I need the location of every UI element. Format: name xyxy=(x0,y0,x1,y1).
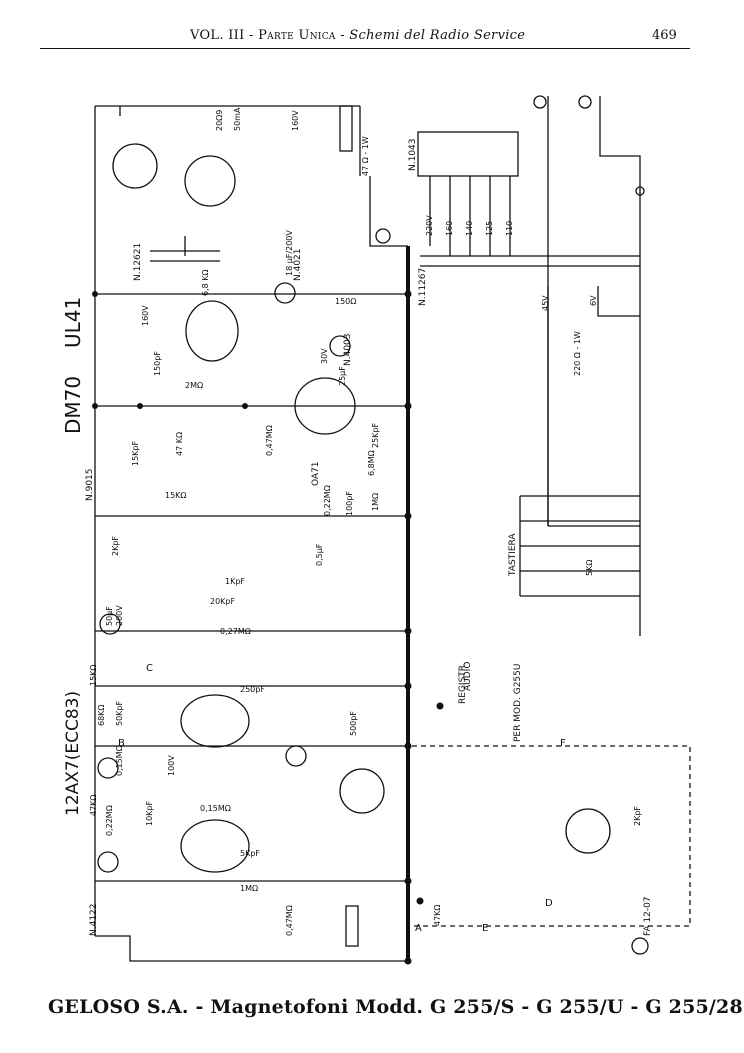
header-title: VOL. III - Parte Unica - Schemi del Radi… xyxy=(190,28,525,43)
volume-label: VOL. III - xyxy=(190,28,254,43)
comp-r-047m: 0,47MΩ xyxy=(265,425,274,456)
comp-r-015m2: 0,15MΩ xyxy=(200,804,231,813)
comp-r-047k: 47KΩ xyxy=(89,794,98,816)
point-c: C xyxy=(146,663,153,674)
label-diode: OA71 xyxy=(311,461,321,486)
point-f: F xyxy=(560,738,566,749)
junction-dots xyxy=(92,290,444,965)
label-nr-11267: N.11267 xyxy=(418,268,428,306)
comp-c-25k: 25KpF xyxy=(371,422,380,448)
comp-r-68k: 6,8 KΩ xyxy=(201,269,210,296)
comp-v-220: 220V xyxy=(425,215,434,236)
label-nr-4003: N.4003 xyxy=(343,334,353,367)
label-registr: REGISTR. xyxy=(458,662,468,704)
comp-r-47: 47 Ω - 1W xyxy=(361,136,370,176)
point-d: D xyxy=(545,898,553,909)
header-rule xyxy=(40,48,690,49)
label-nr-4122: N.4122 xyxy=(89,904,99,937)
label-tastiera: TASTIERA xyxy=(508,533,518,577)
comp-c-200v: 200V xyxy=(115,605,124,626)
comp-r-1m: 1MΩ xyxy=(371,493,380,511)
point-a: A xyxy=(415,923,422,934)
comp-r-5k: 5KΩ xyxy=(585,560,594,576)
comp-r-2200: 220 Ω - 1W xyxy=(573,331,582,376)
comp-v-160: 160V xyxy=(141,305,150,326)
label-per-mod: PER MOD. G255U xyxy=(513,664,523,742)
comp-c-500p: 500pF xyxy=(349,711,358,736)
comp-v-140: 140 xyxy=(465,221,474,236)
comp-v-125: 125 xyxy=(485,221,494,236)
page-header: VOL. III - Parte Unica - Schemi del Radi… xyxy=(0,26,744,52)
comp-r-027m: 0,27MΩ xyxy=(220,627,251,636)
comp-v-110: 110 xyxy=(505,221,514,236)
label-nr-1043: N.1043 xyxy=(408,139,418,172)
label-nr-2621: N.12621 xyxy=(133,243,143,281)
point-e: E xyxy=(482,923,488,934)
comp-c-18uf: 18 μF/200V xyxy=(285,230,294,276)
comp-c-20k: 20KpF xyxy=(210,597,236,606)
comp-r-68m: 6,8MΩ xyxy=(367,450,376,476)
comp-c-50u: 50μF xyxy=(105,606,114,626)
comp-c-1k: 1KpF xyxy=(225,577,245,586)
comp-c-50kp: 50KpF xyxy=(115,700,124,726)
comp-v-160a: 160V xyxy=(291,110,300,131)
comp-r-68k2: 68KΩ xyxy=(97,704,106,726)
comp-r-022m2: 0,22MΩ xyxy=(105,805,114,836)
tube-label-ul41: UL41 xyxy=(61,297,85,348)
comp-v-50: 50mA xyxy=(233,107,242,131)
comp-c-150p: 150pF xyxy=(153,351,162,376)
tube-label-12ax7: 12AX7(ECC83) xyxy=(63,691,83,816)
label-nr-9015: N.9015 xyxy=(85,469,95,502)
comp-r-2m: 2MΩ xyxy=(185,381,203,390)
comp-r-047m2: 0,47MΩ xyxy=(285,905,294,936)
comp-r-47k: 47 KΩ xyxy=(175,432,184,456)
part-label: Parte Unica xyxy=(258,28,336,43)
page-number: 469 xyxy=(652,28,677,43)
label-nr-4021: N.4021 xyxy=(293,249,303,282)
point-b: B xyxy=(118,738,125,749)
comp-v-160b: 160 xyxy=(445,221,454,236)
comp-r-022m: 0,22MΩ xyxy=(323,485,332,516)
tube-label-dm70: DM70 xyxy=(61,376,85,434)
comp-c-5k: 5KpF xyxy=(240,849,260,858)
comp-r-47k2: 47KΩ xyxy=(433,904,442,926)
schematic-diagram: DM70 UL41 12AX7(ECC83) OA71 TASTIERA REG… xyxy=(61,95,691,965)
comp-c-10kp: 10KpF xyxy=(145,800,154,826)
comp-r-015m: 0,15MΩ xyxy=(115,745,124,776)
section-label: - Schemi del Radio Service xyxy=(340,28,526,43)
comp-c-250p: 250pF xyxy=(240,685,265,694)
comp-v-6v: 6V xyxy=(589,295,598,306)
comp-s-20: 20Ω9 xyxy=(215,110,224,131)
comp-c-25u: 25μF xyxy=(338,366,347,386)
comp-c-2k: 2KpF xyxy=(111,536,120,556)
footer-title: GELOSO S.A. - Magnetofoni Modd. G 255/S … xyxy=(48,996,744,1018)
wiring xyxy=(94,95,691,962)
comp-c-100p: 100pF xyxy=(345,491,354,516)
comp-r-15k2: 15KΩ xyxy=(89,664,98,686)
comp-r-150: 150Ω xyxy=(335,297,356,306)
label-fig-ref: FA 12-07 xyxy=(643,896,653,936)
comp-c-05u: 0,5μF xyxy=(315,543,324,566)
comp-r-1m2: 1MΩ xyxy=(240,884,258,893)
comp-c-15k: 15KpF xyxy=(131,440,140,466)
comp-c-2kp: 2KpF xyxy=(633,806,642,826)
comp-c-30v: 30V xyxy=(320,348,329,364)
comp-v-45: 45V xyxy=(541,295,550,311)
comp-r-15k: 15KΩ xyxy=(165,491,187,500)
label-audio: AUDIO xyxy=(463,662,473,691)
comp-v-100: 100V xyxy=(167,755,176,776)
